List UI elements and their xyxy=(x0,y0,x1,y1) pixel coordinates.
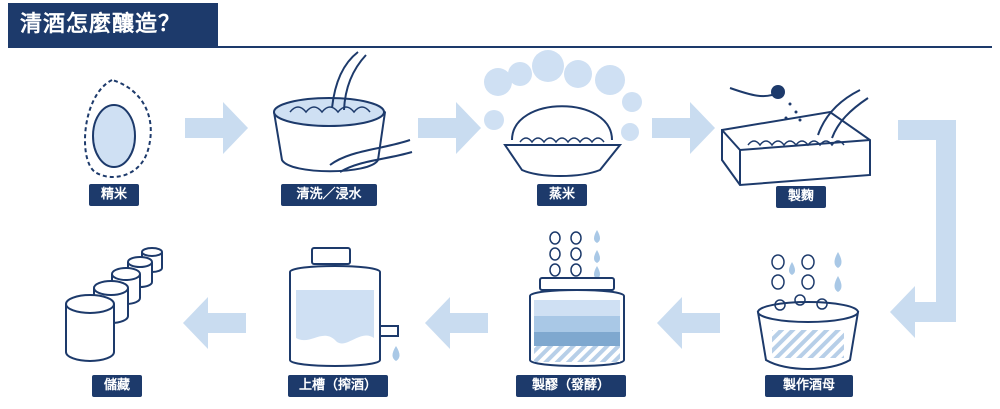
storage-tanks-icon xyxy=(65,247,163,362)
step-label-washing-soaking: 清洗／浸水 xyxy=(281,184,377,206)
rice-grain-icon xyxy=(84,78,152,178)
flow-arrow-6 xyxy=(425,297,488,349)
title-underline xyxy=(8,46,992,48)
step-label-storage: 儲藏 xyxy=(92,375,142,397)
flow-arrow-2 xyxy=(418,102,481,154)
step-label-polishing: 精米 xyxy=(89,184,139,206)
flow-arrow-7 xyxy=(183,297,246,349)
washing-bowl-icon xyxy=(272,51,413,173)
step-label-fermentation: 製醪（發酵） xyxy=(516,375,626,397)
flow-arrow-4 xyxy=(890,120,956,338)
page-title: 清酒怎麼釀造？ xyxy=(8,3,218,47)
koji-tray-icon xyxy=(721,85,871,187)
step-label-yeast-starter: 製作酒母 xyxy=(765,375,853,397)
pressing-tank-icon xyxy=(289,247,400,367)
flow-arrow-5 xyxy=(657,297,720,349)
flow-arrow-1 xyxy=(185,102,248,154)
fermentation-jar-icon xyxy=(529,230,625,367)
steaming-rice-icon xyxy=(484,50,642,177)
yeast-starter-icon xyxy=(756,252,860,370)
step-label-koji: 製麴 xyxy=(776,186,826,208)
step-label-steaming: 蒸米 xyxy=(537,184,587,206)
step-label-pressing: 上槽（搾酒） xyxy=(288,375,388,397)
flow-arrow-3 xyxy=(652,102,715,154)
